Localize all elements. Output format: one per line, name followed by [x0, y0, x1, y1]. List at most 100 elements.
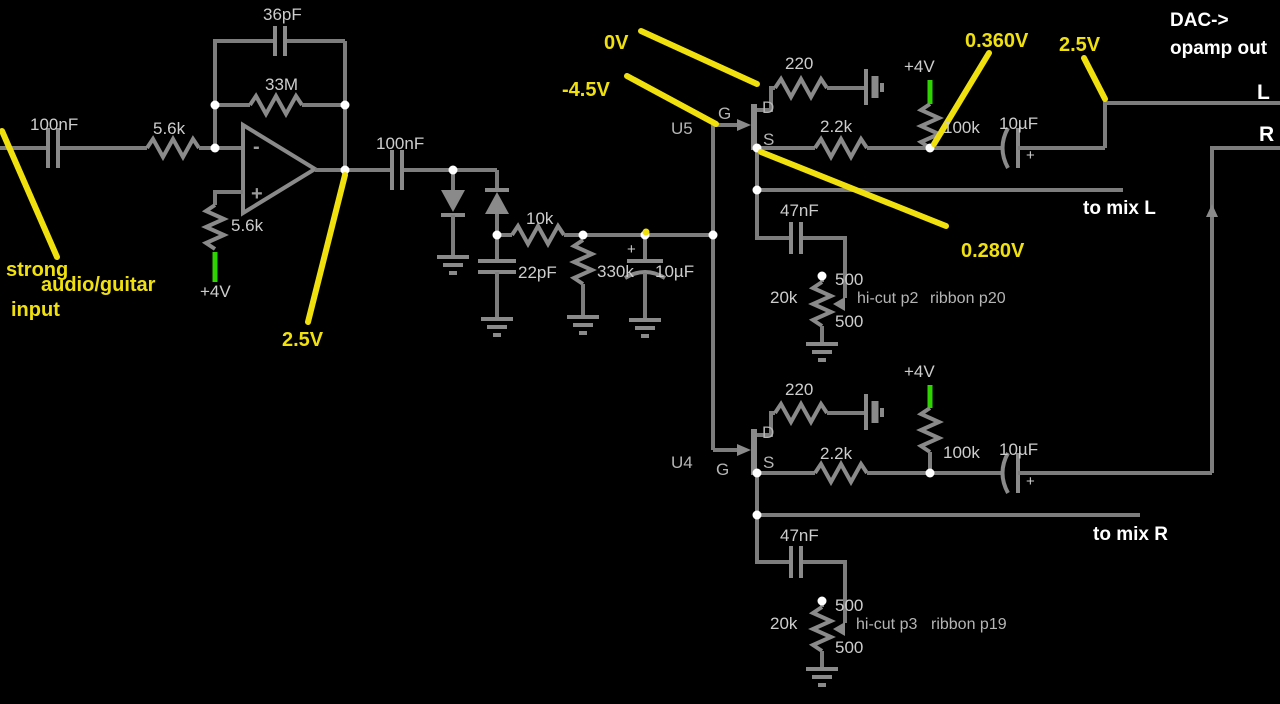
label-opamp-plus: +	[251, 183, 263, 205]
label-feedback-cap: 36pF	[263, 5, 302, 24]
label-shunt-resistor: 330k	[597, 262, 634, 281]
label-p3-pot: 20k	[770, 614, 798, 633]
label-bias-resistor: 5.6k	[231, 216, 264, 235]
u4-pullup-resistor	[916, 406, 944, 454]
right-channel-wire	[1210, 146, 1280, 473]
filter-series-resistor	[510, 221, 566, 249]
shunt-resistor	[565, 238, 601, 335]
label-u4-cap-plus: +	[1026, 473, 1035, 490]
annotation-input-line3: input	[11, 299, 60, 321]
label-u5-source: S	[763, 130, 774, 149]
label-p2-pot-top: 500	[835, 270, 863, 289]
p2-wiper-arrow	[833, 297, 845, 311]
label-u5-designator: U5	[671, 119, 693, 138]
header-labels: DAC-> opamp out L R	[1170, 10, 1274, 146]
annotation-gate-voltage: -4.5V	[562, 79, 610, 101]
label-u5-cap-plus: +	[1026, 147, 1035, 164]
label-u5-drain: D	[762, 98, 774, 117]
u5-source-resistor	[813, 134, 869, 162]
label-shunt-cap-small: 22pF	[518, 263, 557, 282]
dac-pointer-line	[1081, 55, 1108, 102]
p3-wiper-arrow	[833, 622, 845, 636]
p2-cap	[789, 222, 803, 254]
u4-stage-graphics	[713, 146, 1280, 517]
resistor-series-input	[145, 134, 201, 162]
annotation-input-line2: audio/guitar	[41, 274, 156, 296]
source-pointer-line	[758, 149, 949, 229]
pullup-pointer-line	[931, 50, 992, 147]
label-to-mix-l: to mix L	[1083, 198, 1156, 219]
label-dac-line1: DAC->	[1170, 10, 1229, 31]
label-p2-name: hi-cut p2	[857, 290, 918, 307]
gate-pointer-line	[624, 73, 719, 127]
label-p3-name: hi-cut p3	[856, 616, 917, 633]
opamp-triangle	[241, 121, 319, 217]
input-stage-graphics	[0, 26, 390, 282]
hicut-p2-graphics	[755, 148, 847, 362]
label-series-resistor: 5.6k	[153, 119, 186, 138]
u4-drain-resistor	[773, 399, 829, 427]
label-input-cap: 100nF	[30, 115, 78, 134]
label-u5-drain-resistor: 220	[785, 54, 813, 73]
feedback-resistor	[248, 91, 304, 119]
label-shunt-cap-plus: +	[627, 241, 636, 258]
label-dac-line2: opamp out	[1170, 38, 1268, 59]
label-u4-pullup: 100k	[943, 443, 980, 462]
annotation-labels: strong audio/guitar input 2.5V 0V -4.5V …	[6, 30, 1101, 351]
left-channel-wire	[1103, 101, 1280, 148]
label-p2-ribbon: ribbon p20	[930, 290, 1006, 307]
annotation-lines	[0, 28, 1108, 325]
p3-cap	[789, 546, 803, 578]
label-u4-output-cap: 10µF	[999, 440, 1038, 459]
junction-dots	[210, 100, 935, 606]
label-left-channel: L	[1257, 81, 1270, 104]
label-to-mix-r: to mix R	[1093, 524, 1168, 545]
label-u4-source: S	[763, 453, 774, 472]
u5-drain-resistor	[773, 74, 829, 102]
label-feedback-resistor: 33M	[265, 75, 298, 94]
label-u4-source-resistor: 2.2k	[820, 444, 853, 463]
input-pointer-line	[0, 128, 60, 260]
label-u4-drain-resistor: 220	[785, 380, 813, 399]
label-u5-pullup: 100k	[943, 118, 980, 137]
label-p2-pot: 20k	[770, 288, 798, 307]
label-filter-resistor: 10k	[526, 209, 554, 228]
label-u5-gate: G	[718, 104, 731, 123]
annotation-opamp-output-voltage: 2.5V	[282, 329, 324, 351]
label-u5-rail: +4V	[904, 57, 935, 76]
feedback-cap	[273, 26, 287, 56]
label-p2-pot-bottom: 500	[835, 312, 863, 331]
label-u4-rail: +4V	[904, 362, 935, 381]
annotation-pullup-voltage: 0.360V	[965, 30, 1029, 52]
filter-stage-graphics	[390, 125, 715, 450]
label-u5-output-cap: 10µF	[999, 114, 1038, 133]
label-right-channel: R	[1259, 123, 1274, 146]
label-p3-pot-top: 500	[835, 596, 863, 615]
label-p2-cap: 47nF	[780, 201, 819, 220]
label-u4-gate: G	[716, 460, 729, 479]
component-labels: 100nF 5.6k 36pF 33M - + 5.6k +4V 100nF 1…	[30, 5, 1168, 657]
annotation-input-line1: strong	[6, 259, 68, 281]
annotation-dac-line-voltage: 2.5V	[1059, 34, 1101, 56]
label-p3-ribbon: ribbon p19	[931, 616, 1007, 633]
label-p3-pot-bottom: 500	[835, 638, 863, 657]
input-coupling-cap	[46, 128, 60, 168]
label-p3-cap: 47nF	[780, 526, 819, 545]
label-u4-designator: U4	[671, 453, 693, 472]
label-u4-drain: D	[762, 423, 774, 442]
opamp-out-pointer-line	[305, 172, 348, 325]
drain-pointer-line	[638, 28, 760, 87]
label-opamp-minus: -	[253, 136, 260, 158]
label-coupling-cap: 100nF	[376, 134, 424, 153]
u5-stage-graphics	[713, 69, 1280, 192]
right-channel-arrow	[1206, 204, 1218, 217]
annotation-source-voltage: 0.280V	[961, 240, 1025, 262]
label-bias-rail: +4V	[200, 282, 231, 301]
u5-pullup-resistor	[916, 102, 944, 150]
label-u5-source-resistor: 2.2k	[820, 117, 853, 136]
label-shunt-cap-big: 10µF	[655, 262, 694, 281]
bias-resistor	[201, 203, 229, 251]
coupling-cap	[390, 150, 404, 190]
annotation-drain-voltage: 0V	[604, 32, 629, 54]
